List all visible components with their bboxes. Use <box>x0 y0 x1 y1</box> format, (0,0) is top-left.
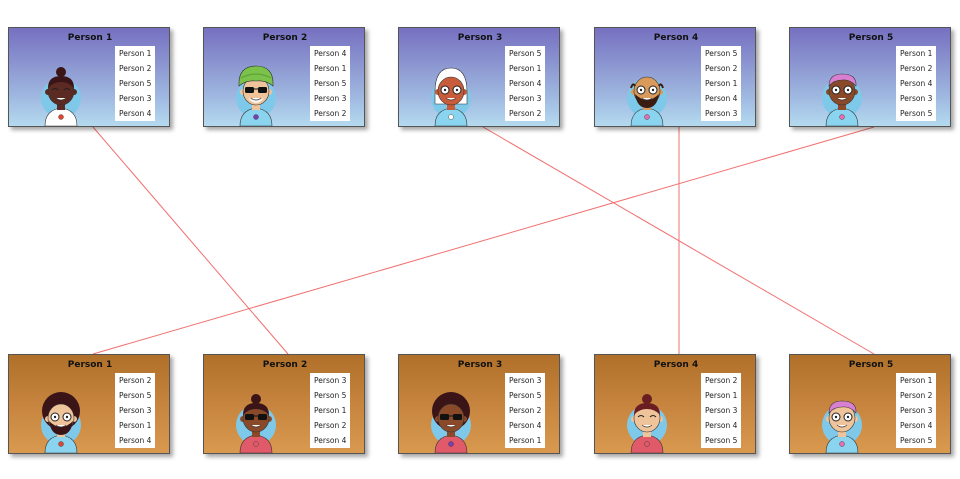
avatar <box>236 394 276 453</box>
preference-item: Person 3 <box>509 376 542 385</box>
preference-list: Person 3 Person 5 Person 1 Person 2 Pers… <box>310 373 350 448</box>
preference-item: Person 1 <box>509 64 542 73</box>
preference-item: Person 4 <box>705 421 738 430</box>
preference-item: Person 2 <box>119 376 152 385</box>
card-title: Person 1 <box>67 33 113 43</box>
preference-item: Person 2 <box>900 391 933 400</box>
bottom-card-person-4[interactable]: Person 4 Person 2 Person 1 Person 3 Pers… <box>594 354 756 454</box>
card-title: Person 2 <box>262 360 308 370</box>
preference-item: Person 3 <box>119 94 152 103</box>
preference-list: Person 3 Person 5 Person 2 Person 4 Pers… <box>505 373 545 448</box>
preference-item: Person 5 <box>119 79 152 88</box>
top-card-person-5[interactable]: Person 5 Person 1 Person 2 Person 4 Pers… <box>789 27 951 127</box>
preference-list: Person 5 Person 1 Person 4 Person 3 Pers… <box>505 46 545 121</box>
preference-list: Person 1 Person 2 Person 5 Person 3 Pers… <box>115 46 155 121</box>
card-title: Person 3 <box>457 360 503 370</box>
card-title: Person 1 <box>67 360 113 370</box>
preference-item: Person 1 <box>314 64 347 73</box>
avatar <box>431 392 471 453</box>
bottom-card-person-1[interactable]: Person 1 Person 2 Person 5 Person 3 Pers… <box>8 354 170 454</box>
preference-item: Person 3 <box>119 406 152 415</box>
preference-item: Person 4 <box>119 436 152 445</box>
top-card-person-4[interactable]: Person 4 Person 5 Person 2 Person 1 Pers… <box>594 27 756 127</box>
avatar <box>822 400 862 453</box>
pairing-line <box>92 126 875 355</box>
preference-list: Person 4 Person 1 Person 5 Person 3 Pers… <box>310 46 350 121</box>
preference-item: Person 1 <box>705 79 738 88</box>
avatar <box>822 73 862 126</box>
preference-item: Person 1 <box>119 49 152 58</box>
pairing-line <box>92 126 289 355</box>
preference-item: Person 1 <box>705 391 738 400</box>
avatar <box>627 394 667 453</box>
preference-item: Person 3 <box>314 94 347 103</box>
bottom-card-person-3[interactable]: Person 3 Person 3 Person 5 Person 2 Pers… <box>398 354 560 454</box>
preference-item: Person 5 <box>314 391 347 400</box>
preference-item: Person 3 <box>314 376 347 385</box>
avatar <box>627 76 667 126</box>
preference-item: Person 5 <box>119 391 152 400</box>
preference-item: Person 2 <box>509 406 542 415</box>
preference-item: Person 1 <box>509 436 542 445</box>
preference-item: Person 4 <box>900 79 933 88</box>
preference-item: Person 2 <box>705 376 738 385</box>
preference-item: Person 3 <box>509 94 542 103</box>
preference-item: Person 5 <box>705 436 738 445</box>
preference-item: Person 2 <box>705 64 738 73</box>
preference-item: Person 4 <box>705 94 738 103</box>
card-title: Person 4 <box>653 33 699 43</box>
preference-item: Person 4 <box>119 109 152 118</box>
top-card-person-1[interactable]: Person 1 Person 1 Person 2 Person 5 Pers… <box>8 27 170 127</box>
preference-item: Person 2 <box>119 64 152 73</box>
card-title: Person 5 <box>848 360 894 370</box>
preference-list: Person 1 Person 2 Person 3 Person 4 Pers… <box>896 373 936 448</box>
bottom-card-person-5[interactable]: Person 5 Person 1 Person 2 Person 3 Pers… <box>789 354 951 454</box>
card-title: Person 2 <box>262 33 308 43</box>
preference-item: Person 2 <box>900 64 933 73</box>
preference-item: Person 2 <box>314 109 347 118</box>
preference-item: Person 5 <box>900 436 933 445</box>
preference-item: Person 5 <box>509 49 542 58</box>
avatar <box>236 65 276 126</box>
preference-list: Person 1 Person 2 Person 4 Person 3 Pers… <box>896 46 936 121</box>
avatar <box>41 67 81 126</box>
preference-item: Person 5 <box>314 79 347 88</box>
preference-item: Person 2 <box>509 109 542 118</box>
avatar <box>41 392 81 453</box>
preference-item: Person 4 <box>900 421 933 430</box>
preference-item: Person 1 <box>119 421 152 430</box>
preference-item: Person 4 <box>314 49 347 58</box>
avatar <box>431 67 471 126</box>
card-title: Person 5 <box>848 33 894 43</box>
card-title: Person 4 <box>653 360 699 370</box>
bottom-card-person-2[interactable]: Person 2 Person 3 Person 5 Person 1 Pers… <box>203 354 365 454</box>
card-title: Person 3 <box>457 33 503 43</box>
preference-item: Person 3 <box>705 406 738 415</box>
preference-item: Person 2 <box>314 421 347 430</box>
preference-item: Person 1 <box>900 49 933 58</box>
preference-item: Person 5 <box>509 391 542 400</box>
preference-item: Person 1 <box>314 406 347 415</box>
preference-item: Person 5 <box>900 109 933 118</box>
preference-item: Person 4 <box>314 436 347 445</box>
preference-item: Person 4 <box>509 79 542 88</box>
preference-item: Person 5 <box>705 49 738 58</box>
preference-item: Person 3 <box>705 109 738 118</box>
preference-item: Person 3 <box>900 406 933 415</box>
preference-list: Person 2 Person 5 Person 3 Person 1 Pers… <box>115 373 155 448</box>
top-card-person-3[interactable]: Person 3 Person 5 Person 1 Person 4 Pers… <box>398 27 560 127</box>
preference-list: Person 5 Person 2 Person 1 Person 4 Pers… <box>701 46 741 121</box>
top-card-person-2[interactable]: Person 2 Person 4 Person 1 Person 5 Pers… <box>203 27 365 127</box>
preference-item: Person 4 <box>509 421 542 430</box>
preference-item: Person 3 <box>900 94 933 103</box>
preference-item: Person 1 <box>900 376 933 385</box>
preference-list: Person 2 Person 1 Person 3 Person 4 Pers… <box>701 373 741 448</box>
